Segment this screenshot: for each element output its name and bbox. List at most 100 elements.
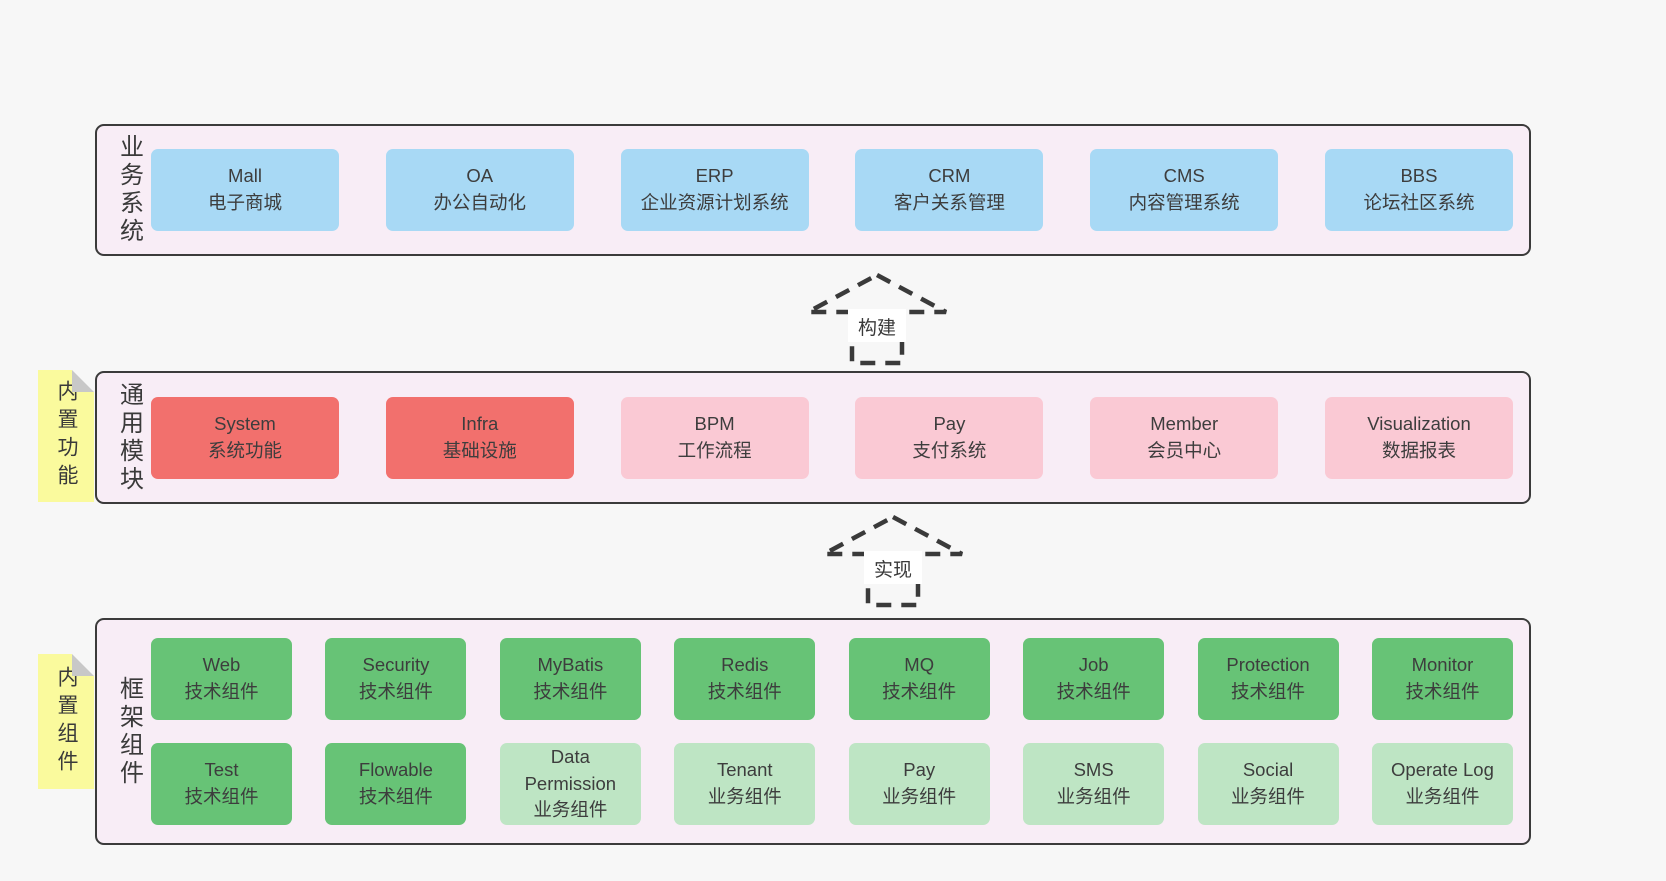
box-subtitle: 论坛社区系统 (1363, 192, 1475, 213)
box-subtitle: 业务组件 (533, 799, 608, 821)
box-subtitle: 技术组件 (184, 681, 259, 702)
box-subtitle: 技术组件 (882, 681, 957, 702)
box-subtitle: 技术组件 (358, 681, 433, 702)
box-oa: OA 办公自动化 (385, 149, 574, 231)
modules-panel-label: 通用模块 (115, 381, 143, 494)
box-subtitle: 技术组件 (707, 681, 782, 702)
box-title: Web (202, 654, 241, 676)
box-flowable: Flowable 技术组件 (325, 743, 467, 825)
framework-rows: Web 技术组件 Security 技术组件 MyBatis 技术组件 Redi… (151, 638, 1529, 825)
box-title: Pay (903, 759, 936, 781)
box-title: Pay (933, 412, 966, 434)
box-subtitle: 技术组件 (358, 786, 433, 807)
box-subtitle: 技术组件 (1056, 681, 1131, 702)
box-title: Infra (461, 412, 499, 434)
box-web: Web 技术组件 (151, 638, 292, 720)
box-monitor: Monitor 技术组件 (1371, 638, 1513, 720)
box-title: Member (1150, 412, 1219, 434)
framework-row-1: Web 技术组件 Security 技术组件 MyBatis 技术组件 Redi… (151, 638, 1513, 720)
business-boxes-row: Mall 电子商城 OA 办公自动化 ERP 企业资源计划系统 CRM 客户关系… (151, 149, 1529, 231)
framework-components-panel: 框架组件 Web 技术组件 Security 技术组件 MyBatis 技术组件… (95, 618, 1531, 845)
box-title: Protection (1226, 654, 1310, 676)
box-title: Security (362, 654, 430, 676)
box-mq: MQ 技术组件 (848, 638, 990, 720)
box-subtitle: 工作流程 (677, 439, 752, 461)
box-subtitle: 业务组件 (707, 786, 782, 807)
box-crm: CRM 客户关系管理 (855, 149, 1044, 231)
box-subtitle: 技术组件 (184, 786, 259, 807)
box-subtitle: 内容管理系统 (1128, 192, 1240, 213)
modules-boxes-row: System 系统功能 Infra 基础设施 BPM 工作流程 Pay 支付系统… (151, 396, 1529, 479)
box-subtitle: 客户关系管理 (893, 192, 1005, 213)
box-title: ERP (695, 165, 734, 187)
box-operate-log: Operate Log 业务组件 (1371, 743, 1513, 825)
box-subtitle: 办公自动化 (433, 192, 527, 213)
box-title: BBS (1400, 165, 1438, 187)
box-pay-module: Pay 支付系统 (855, 396, 1044, 479)
box-title: BPM (694, 412, 735, 434)
box-job: Job 技术组件 (1023, 638, 1165, 720)
box-title: MyBatis (537, 654, 604, 676)
box-title: Mall (228, 165, 262, 187)
box-subtitle: 系统功能 (207, 439, 282, 461)
framework-panel-label: 框架组件 (115, 675, 143, 788)
box-subtitle: 业务组件 (1056, 786, 1131, 807)
box-infra: Infra 基础设施 (385, 396, 574, 479)
box-mybatis: MyBatis 技术组件 (499, 638, 641, 720)
implement-arrow-label: 实现 (874, 559, 912, 581)
box-subtitle: 业务组件 (882, 786, 957, 807)
builtin-features-sticky: 内置功能 (38, 370, 94, 502)
box-title: Redis (721, 654, 769, 676)
box-title: Data Permission (524, 745, 617, 794)
business-systems-panel: 业务系统 Mall 电子商城 OA 办公自动化 ERP 企业资源计划系统 CRM… (95, 124, 1531, 256)
builtin-components-sticky: 内置组件 (38, 654, 94, 789)
builtin-components-sticky-label: 内置组件 (55, 665, 78, 778)
box-erp: ERP 企业资源计划系统 (620, 149, 809, 231)
box-subtitle: 技术组件 (1231, 681, 1306, 702)
box-title: Flowable (358, 759, 433, 781)
box-title: CRM (928, 165, 971, 187)
box-title: Operate Log (1391, 759, 1494, 781)
build-arrow-icon: 构建 (806, 272, 948, 366)
box-title: Visualization (1367, 412, 1471, 434)
box-data-permission: Data Permission 业务组件 (499, 743, 641, 825)
box-test: Test 技术组件 (151, 743, 292, 825)
box-title: Social (1242, 759, 1294, 781)
framework-row-2: Test 技术组件 Flowable 技术组件 Data Permission … (151, 743, 1513, 825)
box-title: Test (204, 759, 239, 781)
box-title: Job (1078, 654, 1109, 676)
box-subtitle: 电子商城 (207, 192, 282, 213)
box-bbs: BBS 论坛社区系统 (1324, 149, 1513, 231)
box-title: CMS (1163, 165, 1205, 187)
box-subtitle: 数据报表 (1381, 439, 1456, 461)
builtin-features-sticky-label: 内置功能 (55, 380, 78, 492)
box-tenant: Tenant 业务组件 (674, 743, 816, 825)
box-subtitle: 会员中心 (1147, 439, 1222, 461)
common-modules-panel: 通用模块 System 系统功能 Infra 基础设施 BPM 工作流程 Pay… (95, 371, 1531, 504)
box-subtitle: 企业资源计划系统 (640, 192, 789, 213)
box-subtitle: 基础设施 (442, 439, 517, 461)
box-member: Member 会员中心 (1090, 396, 1279, 479)
box-sms: SMS 业务组件 (1023, 743, 1165, 825)
box-subtitle: 业务组件 (1231, 786, 1306, 807)
box-title: Monitor (1411, 654, 1474, 676)
build-arrow-label: 构建 (858, 317, 896, 339)
box-protection: Protection 技术组件 (1197, 638, 1339, 720)
box-visualization: Visualization 数据报表 (1324, 396, 1513, 479)
box-title: System (214, 412, 276, 434)
box-pay-component: Pay 业务组件 (848, 743, 990, 825)
box-cms: CMS 内容管理系统 (1090, 149, 1279, 231)
box-social: Social 业务组件 (1197, 743, 1339, 825)
box-subtitle: 技术组件 (533, 681, 608, 702)
box-title: MQ (904, 654, 935, 676)
box-security: Security 技术组件 (325, 638, 467, 720)
business-panel-label: 业务系统 (115, 134, 143, 246)
box-subtitle: 技术组件 (1405, 681, 1480, 702)
box-system: System 系统功能 (151, 396, 339, 479)
box-bpm: BPM 工作流程 (620, 396, 809, 479)
box-subtitle: 业务组件 (1405, 786, 1480, 807)
box-redis: Redis 技术组件 (674, 638, 816, 720)
box-title: Tenant (716, 759, 773, 781)
box-subtitle: 支付系统 (912, 439, 987, 461)
